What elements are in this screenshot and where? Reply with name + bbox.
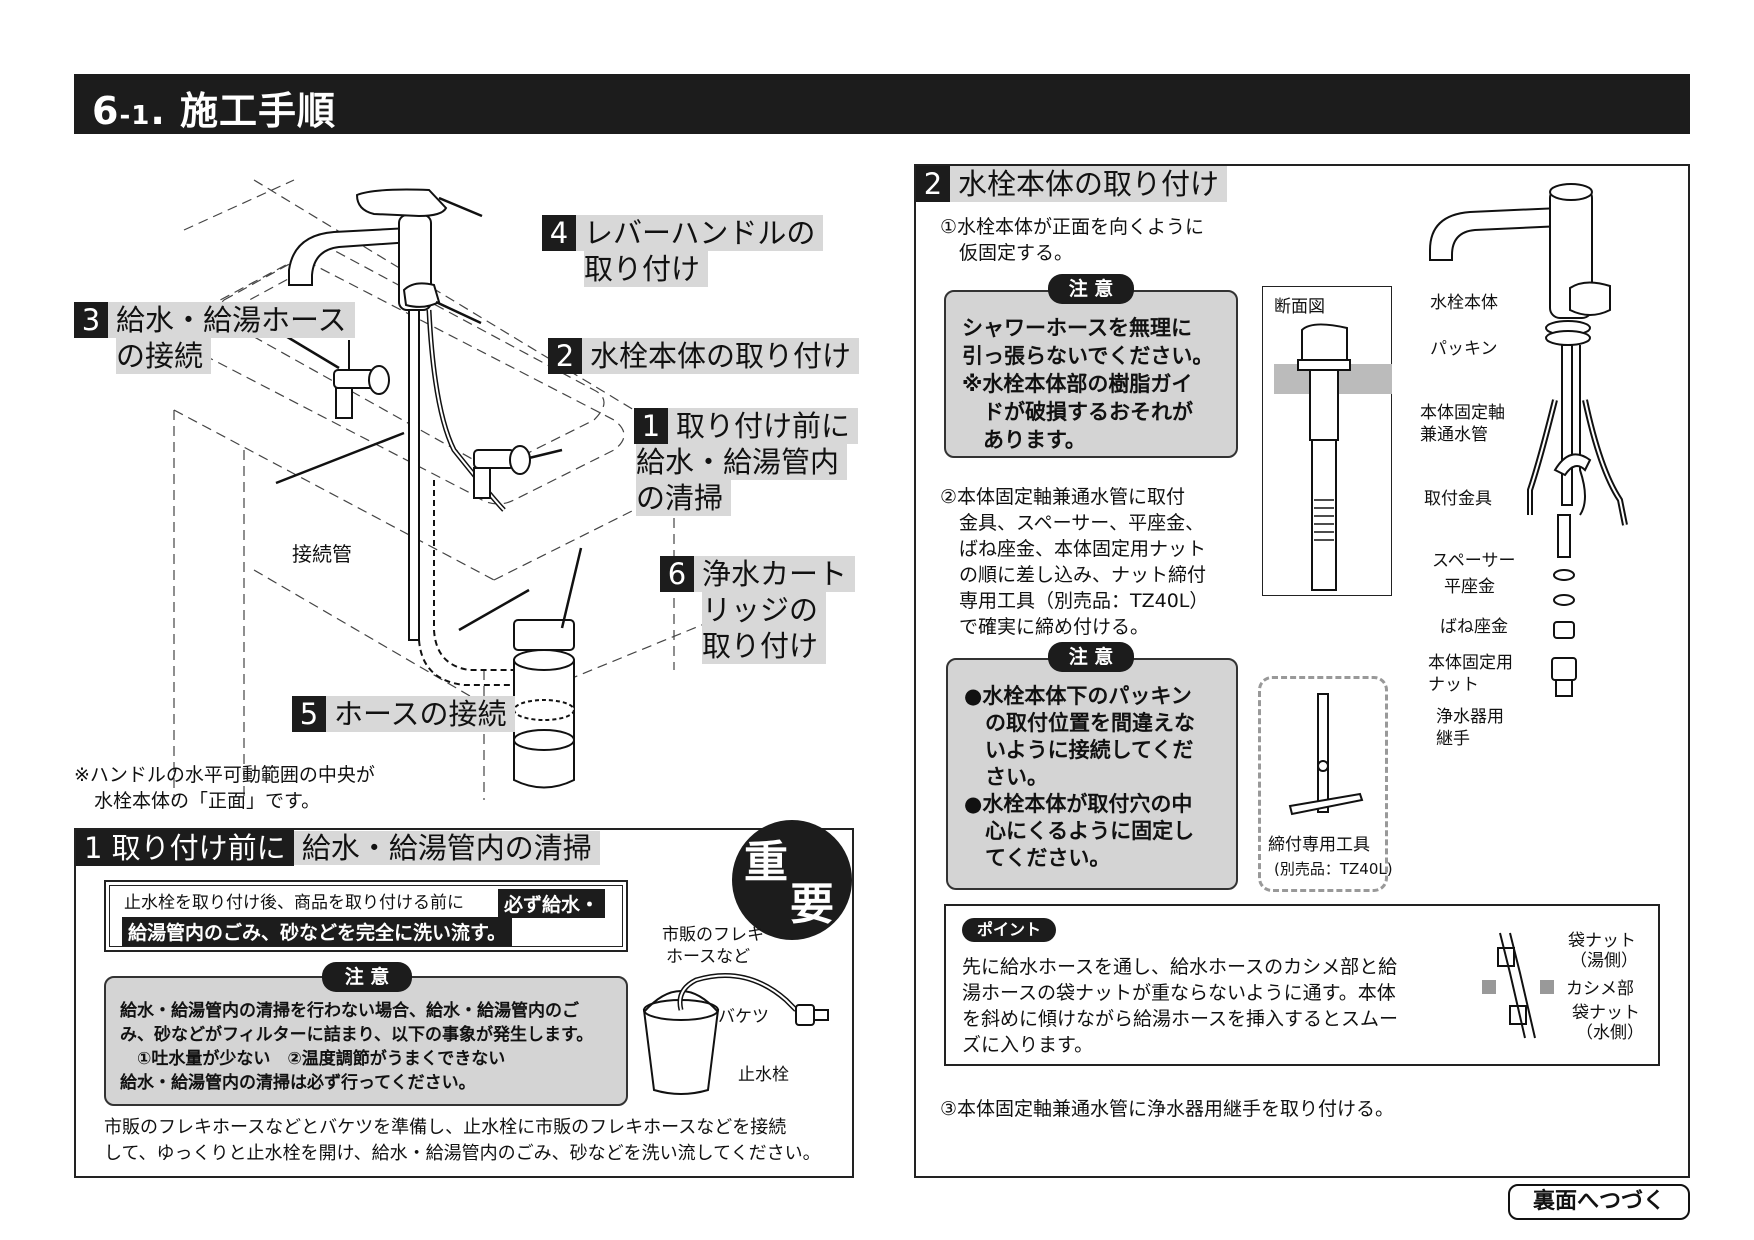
caution2-box [946, 658, 1238, 890]
valve-label: 止水栓 [738, 1065, 789, 1085]
section1-caution-line-1: 給水・給湯管内の清掃を行わない場合、給水・給湯管内のご [120, 1001, 579, 1021]
caution2-line-3: いように接続してくだ [964, 738, 1194, 762]
overview-note-line2: 水栓本体の「正面」です。 [94, 790, 321, 812]
hose-overlap-drawing [1482, 928, 1554, 1048]
step1-line-2: 仮固定する。 [940, 242, 1074, 264]
step2-line-2: 金具、スペーサー、平座金、 [940, 512, 1205, 534]
tool-label-2: (別売品：TZ40L) [1274, 860, 1393, 878]
overview-step-1-line2: 給水・給湯管内 [636, 444, 848, 480]
section1-body-line-2: して、ゆっくりと止水栓を開け、給水・給湯管内のごみ、砂などを洗い流してください。 [104, 1143, 821, 1164]
point-fig-hot-side: （湯側） [1570, 951, 1638, 971]
section1-panel [74, 828, 854, 1178]
header-bar [74, 74, 1690, 134]
caution2-line-1: ●水栓本体下のパッキン [964, 684, 1192, 708]
caution2-line-5: ●水栓本体が取付穴の中 [964, 792, 1193, 816]
part-label-spring-washer: ばね座金 [1440, 617, 1508, 637]
part-label-bracket: 取付金具 [1424, 489, 1492, 509]
hose-label-2: ホースなど [666, 947, 751, 967]
tool-label-1: 締付専用工具 [1268, 835, 1370, 855]
point-box [944, 904, 1660, 1066]
exploded-faucet-drawing [1420, 170, 1680, 730]
section1-title: 1 取り付け前に給水・給湯管内の清掃 [76, 830, 608, 866]
caution2-line-7: てください。 [964, 846, 1111, 870]
section1-caution-tab: 注 意 [322, 962, 412, 992]
step2-line-4: の順に差し込み、ナット締付 [940, 564, 1207, 586]
caution1-line-1: シャワーホースを無理に [962, 316, 1192, 340]
tool-box [1258, 676, 1388, 892]
caution1-line-3: ※水栓本体部の樹脂ガイ [962, 372, 1193, 396]
caution1-line-5: あります。 [962, 428, 1086, 452]
overview-step-1-line3: の清掃 [636, 480, 732, 516]
important-char-2: 要 [790, 879, 834, 930]
bucket-illustration [636, 970, 836, 1100]
overview-note-line1: ※ハンドルの水平可動範囲の中央が [74, 764, 375, 786]
caution1-line-2: 引っ張らないでください。 [962, 344, 1214, 368]
point-fig-crimp: カシメ部 [1566, 979, 1634, 999]
bucket-label: バケツ [718, 1007, 769, 1027]
point-line-1: 先に給水ホースを通し、給水ホースのカシメ部と給 [962, 956, 1398, 978]
section1-body-line-1: 市販のフレキホースなどとバケツを準備し、止水栓に市販のフレキホースなどを接続 [104, 1117, 787, 1138]
section-view-label: 断面図 [1274, 297, 1325, 317]
part-label-spacer: スペーサー [1432, 551, 1516, 571]
section1-caution-line-2: み、砂などがフィルターに詰まり、以下の事象が発生します。 [120, 1025, 594, 1045]
part-label-shaft-2: 兼通水管 [1420, 425, 1488, 445]
lead-plain: 止水栓を取り付け後、商品を取り付ける前に [124, 893, 464, 913]
lead-bold-1: 必ず給水・ [498, 889, 606, 918]
section1-caution-line-3: ①吐水量が少ない ②温度調節がうまくできない [120, 1049, 506, 1069]
important-badge [732, 820, 852, 940]
continue-badge: 裏面へつづく [1508, 1184, 1690, 1220]
point-fig-cap-nut-water: 袋ナット [1572, 1003, 1640, 1023]
overview-step-3-line2: の接続 [116, 338, 212, 374]
overview-step-6-line3: 取り付け [702, 628, 827, 664]
part-label-shaft-1: 本体固定軸 [1420, 403, 1505, 423]
part-label-nut-2: ナット [1428, 675, 1479, 695]
caution2-line-2: の取付位置を間違えな [964, 711, 1195, 735]
hose-label-1: 市販のフレキ [662, 925, 764, 945]
overview-step-6-line2: リッジの [702, 592, 827, 628]
section2-panel [914, 164, 1690, 1178]
caution1-tab: 注 意 [1048, 274, 1134, 304]
part-label-faucet-body: 水栓本体 [1430, 293, 1498, 313]
caution1-box [944, 290, 1238, 458]
lead-bold-2: 給湯管内のごみ、砂などを完全に洗い流す。 [122, 917, 513, 946]
part-label-nut-1: 本体固定用 [1428, 653, 1513, 673]
section-view-box [1262, 286, 1392, 596]
wrench-tool-drawing [1270, 686, 1380, 826]
step3-text: ③本体固定軸兼通水管に浄水器用継手を取り付ける。 [940, 1098, 1395, 1120]
step2-line-5: 専用工具（別売品：TZ40L） [940, 590, 1209, 612]
step2-line-6: で確実に締め付ける。 [940, 616, 1150, 638]
part-label-packing: パッキン [1430, 339, 1498, 359]
important-char-1: 重 [744, 837, 788, 888]
section1-caution-line-4: 給水・給湯管内の清掃は必ず行ってください。 [120, 1073, 476, 1093]
page-title: 6-1. 施工手順 [92, 89, 337, 133]
part-label-joint-2: 継手 [1436, 729, 1470, 749]
point-line-4: ズに入ります。 [962, 1034, 1094, 1056]
caution2-tab: 注 意 [1048, 642, 1134, 672]
caution1-line-4: ドが破損するおそれが [962, 400, 1193, 424]
part-label-flat-washer: 平座金 [1444, 577, 1495, 597]
point-line-2: 湯ホースの袋ナットが重ならないように通す。本体 [962, 982, 1396, 1004]
point-line-3: を斜めに傾けながら給湯ホースを挿入するとスムー [962, 1008, 1399, 1030]
step1-line-1: ①水栓本体が正面を向くように [940, 216, 1205, 238]
caution2-line-6: 心にくるように固定し [964, 819, 1195, 843]
part-label-joint-1: 浄水器用 [1436, 707, 1504, 727]
section-view-drawing [1274, 320, 1392, 596]
point-fig-cap-nut-hot: 袋ナット [1568, 931, 1636, 951]
step2-line-1: ②本体固定軸兼通水管に取付 [940, 486, 1186, 508]
lead-box-inner [109, 885, 623, 947]
step2-line-3: ばね座金、本体固定用ナット [940, 538, 1207, 560]
overview-step-4-line2: 取り付け [584, 251, 709, 287]
point-fig-water-side: （水側） [1576, 1023, 1644, 1043]
point-tab: ポイント [962, 918, 1056, 942]
lead-box [104, 880, 628, 952]
connect-pipe-label: 接続管 [292, 542, 352, 566]
caution2-line-4: さい。 [964, 765, 1048, 789]
